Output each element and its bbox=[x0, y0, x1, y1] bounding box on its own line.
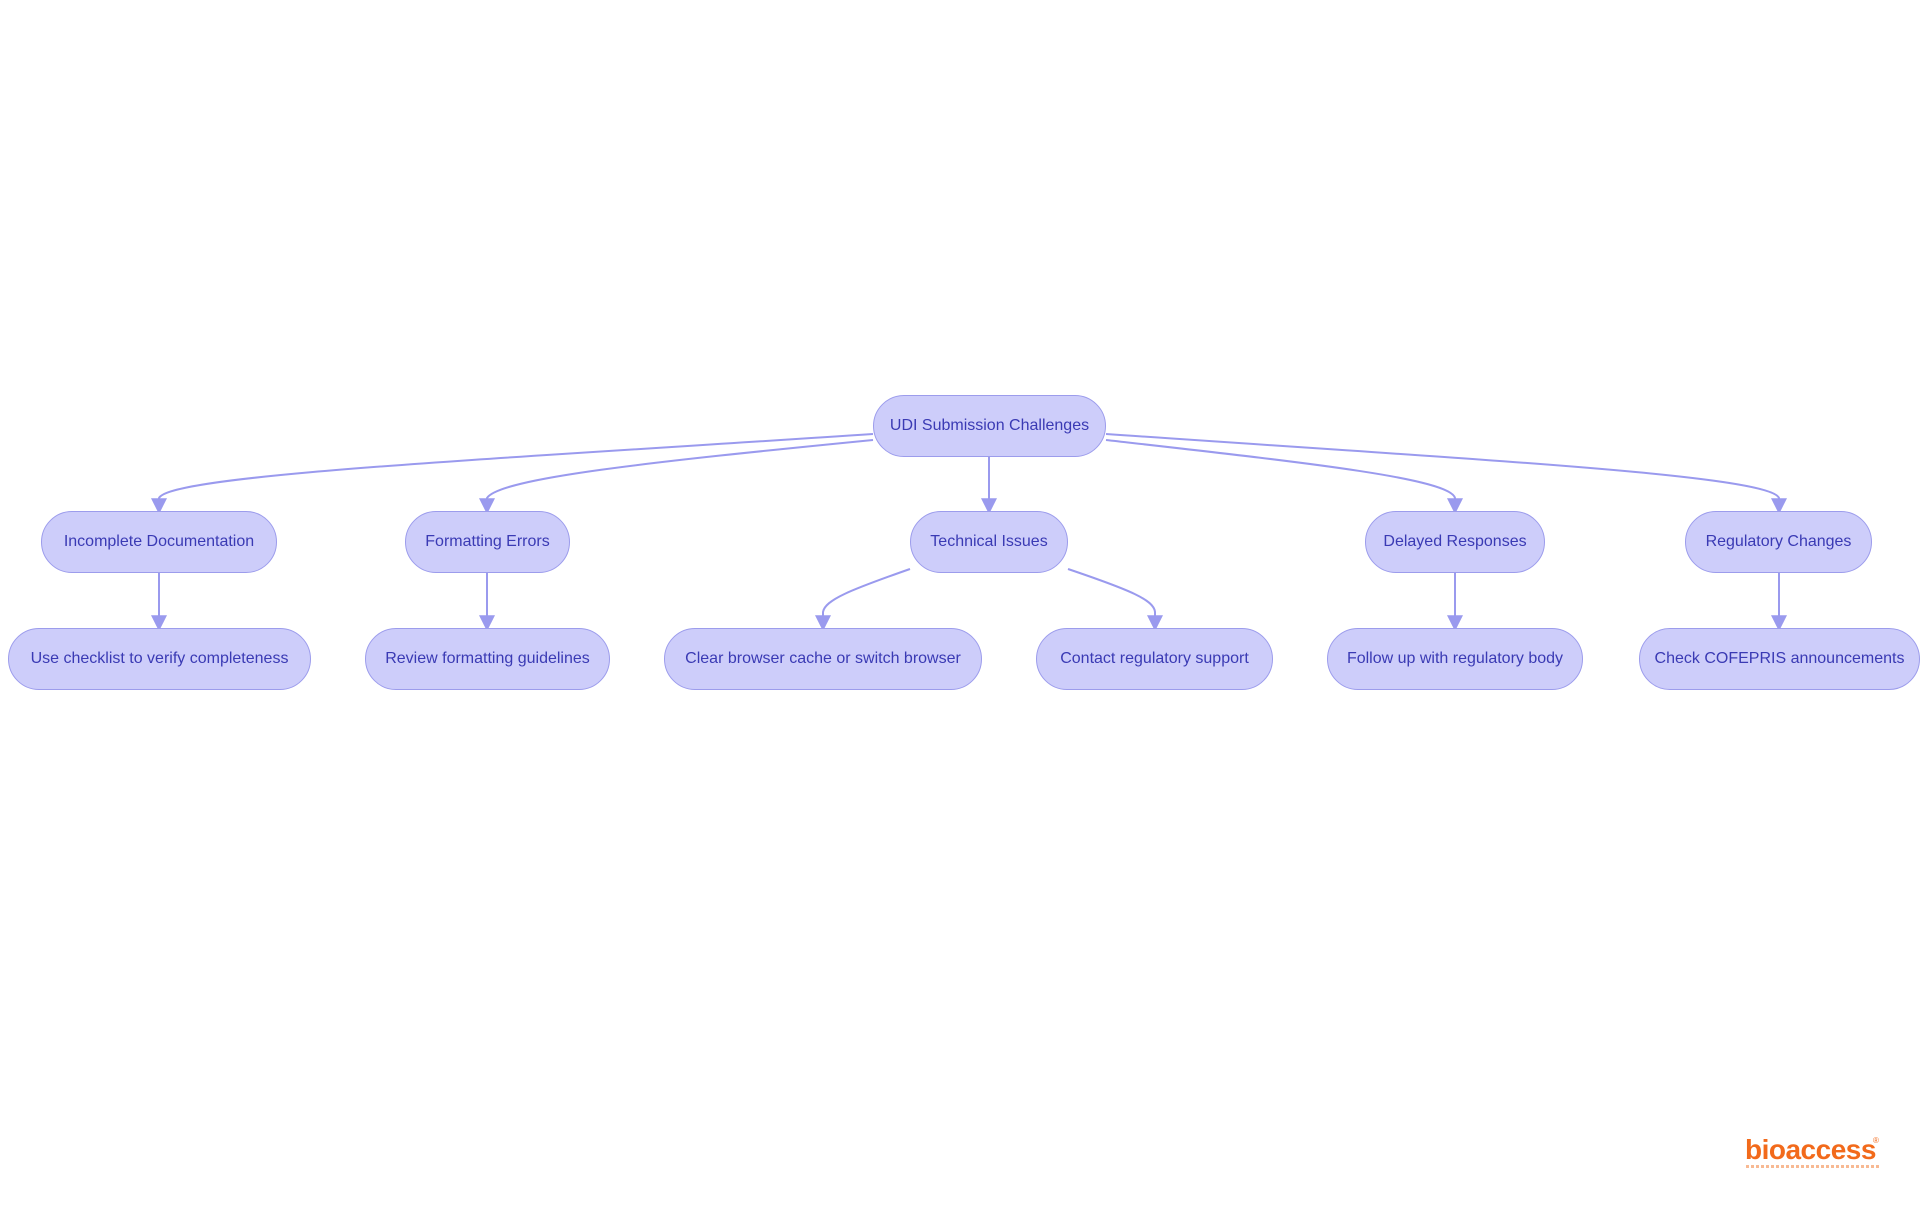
edge-root-to-delayed-responses bbox=[1105, 439, 1463, 515]
logo-tagline-graphic bbox=[1746, 1165, 1879, 1168]
edge-technical-issues-to-support bbox=[1067, 568, 1163, 632]
node-follow-up-regulatory-body[interactable]: Follow up with regulatory body bbox=[1327, 628, 1583, 690]
node-udi-submission-challenges[interactable]: UDI Submission Challenges bbox=[873, 395, 1106, 457]
node-delayed-responses[interactable]: Delayed Responses bbox=[1365, 511, 1545, 573]
node-formatting-errors[interactable]: Formatting Errors bbox=[405, 511, 570, 573]
node-clear-browser-cache[interactable]: Clear browser cache or switch browser bbox=[664, 628, 982, 690]
node-use-checklist[interactable]: Use checklist to verify completeness bbox=[8, 628, 311, 690]
node-incomplete-documentation[interactable]: Incomplete Documentation bbox=[41, 511, 277, 573]
edge-root-to-incomplete-documentation bbox=[151, 433, 874, 515]
node-check-cofepris-announcements[interactable]: Check COFEPRIS announcements bbox=[1639, 628, 1920, 690]
node-review-formatting-guidelines[interactable]: Review formatting guidelines bbox=[365, 628, 610, 690]
node-contact-regulatory-support[interactable]: Contact regulatory support bbox=[1036, 628, 1273, 690]
edge-root-to-formatting-errors bbox=[479, 439, 874, 515]
node-regulatory-changes[interactable]: Regulatory Changes bbox=[1685, 511, 1872, 573]
registered-mark: ® bbox=[1873, 1136, 1879, 1145]
node-technical-issues[interactable]: Technical Issues bbox=[910, 511, 1068, 573]
logo-wordmark: bioaccess bbox=[1745, 1134, 1876, 1165]
edge-root-to-regulatory-changes bbox=[1105, 433, 1787, 515]
edge-technical-issues-to-browser bbox=[815, 568, 911, 632]
bioaccess-logo: bioaccess ® bbox=[1745, 1135, 1880, 1171]
